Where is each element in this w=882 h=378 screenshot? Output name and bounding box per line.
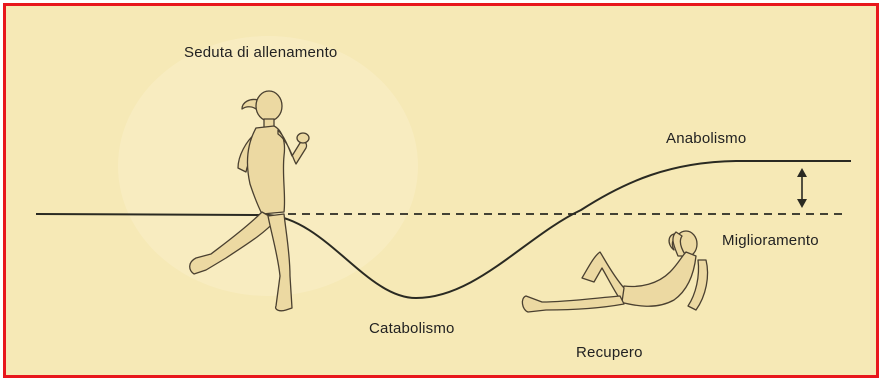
training-session-label: Seduta di allenamento xyxy=(184,44,337,61)
diagram-frame: Seduta di allenamento Anabolismo Miglior… xyxy=(3,3,879,378)
catabolism-label: Catabolismo xyxy=(369,320,455,337)
recovery-label: Recupero xyxy=(576,344,643,361)
resting-figure-icon xyxy=(522,231,707,312)
improvement-label: Miglioramento xyxy=(722,232,819,249)
double-headed-arrow-icon xyxy=(797,168,807,208)
anabolism-label: Anabolismo xyxy=(666,130,746,147)
